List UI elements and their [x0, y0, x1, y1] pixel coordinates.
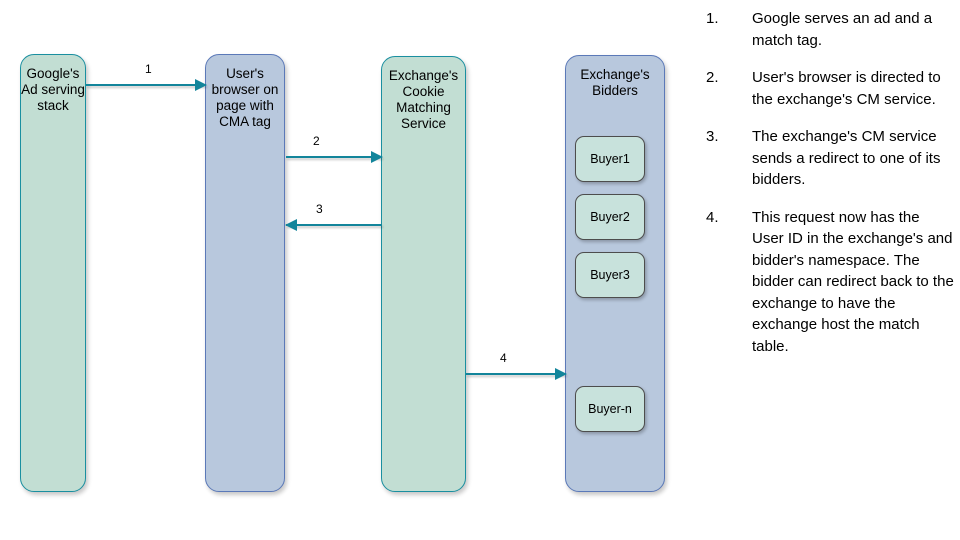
legend-number-4: 4. [706, 208, 719, 226]
arrow-1 [86, 79, 207, 91]
arrow-label-1: 1 [145, 62, 152, 76]
legend-text-2: User's browser is directed to the exchan… [752, 69, 941, 108]
lane-exchange-cookie-matching-service: Exchange's Cookie Matching Service [381, 56, 466, 492]
lane-title-google-ad-serving-stack: Google's Ad serving stack [21, 66, 85, 113]
arrow-3 [285, 219, 382, 231]
legend-text-4: This request now has the User ID in the … [752, 208, 954, 355]
buyer-box-1: Buyer1 [575, 136, 645, 182]
buyer-box-n: Buyer-n [575, 386, 645, 432]
buyer-box-2: Buyer2 [575, 194, 645, 240]
buyer-label-3: Buyer3 [590, 268, 630, 282]
legend-item-1: 1. Google serves an ad and a match tag. [706, 8, 954, 51]
lane-title-user-browser: User's browser on page with CMA tag [211, 66, 279, 129]
cookie-matching-diagram: Google's Ad serving stack User's browser… [20, 54, 665, 492]
legend-number-3: 3. [706, 128, 719, 145]
arrow-label-4: 4 [500, 351, 507, 365]
legend-list: 1. Google serves an ad and a match tag. … [706, 8, 954, 373]
legend-number-1: 1. [706, 10, 719, 27]
legend-item-4: 4. This request now has the User ID in t… [706, 207, 954, 358]
buyer-box-3: Buyer3 [575, 252, 645, 298]
arrow-label-2: 2 [313, 134, 320, 148]
legend-text-1: Google serves an ad and a match tag. [752, 10, 933, 49]
legend-text-3: The exchange's CM service sends a redire… [752, 128, 941, 188]
lane-title-exchange-cookie-matching-service: Exchange's Cookie Matching Service [388, 68, 459, 131]
buyer-label-n: Buyer-n [588, 402, 632, 416]
legend-number-2: 2. [706, 69, 719, 86]
lane-google-ad-serving-stack: Google's Ad serving stack [20, 54, 86, 492]
buyer-label-1: Buyer1 [590, 152, 630, 166]
buyer-label-2: Buyer2 [590, 210, 630, 224]
arrow-2 [286, 151, 383, 163]
legend-item-3: 3. The exchange's CM service sends a red… [706, 126, 954, 191]
arrow-4 [466, 368, 567, 380]
arrow-label-3: 3 [316, 202, 323, 216]
lane-title-exchange-bidders: Exchange's Bidders [580, 67, 650, 98]
legend-item-2: 2. User's browser is directed to the exc… [706, 67, 954, 110]
lane-user-browser: User's browser on page with CMA tag [205, 54, 285, 492]
